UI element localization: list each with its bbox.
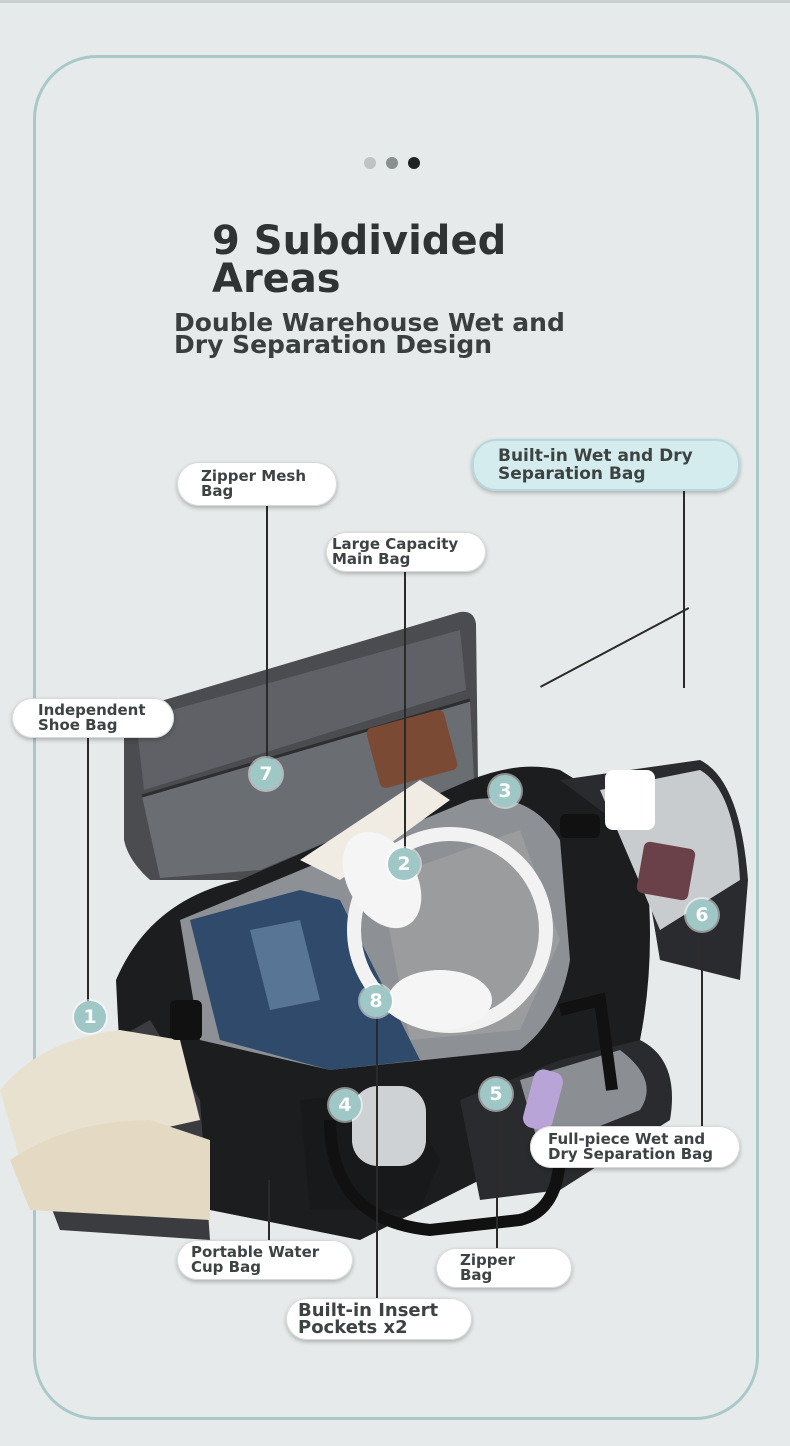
label-zipper-mesh-bag: Zipper Mesh Bag [177,462,337,506]
leader-line [376,1014,378,1300]
label-builtin-insert-pockets: Built-in Insert Pockets x2 [286,1298,472,1340]
carousel-dot-active[interactable] [408,157,420,169]
leader-line [268,1180,270,1240]
label-full-piece-wet-dry-bag: Full-piece Wet and Dry Separation Bag [530,1126,740,1168]
marker-5[interactable]: 5 [480,1078,512,1110]
label-builtin-wet-dry-bag: Built-in Wet and Dry Separation Bag [472,439,740,491]
marker-2[interactable]: 2 [388,848,420,880]
leader-line [701,930,703,1126]
marker-3[interactable]: 3 [489,775,521,807]
water-bottle [352,1086,426,1166]
label-zipper-bag: Zipper Bag [436,1248,572,1288]
side-handle [560,814,600,838]
leader-line [404,572,406,852]
toiletry-bottle [605,770,655,830]
label-large-capacity-main-bag: Large Capacity Main Bag [326,532,486,572]
label-portable-water-cup-bag: Portable Water Cup Bag [177,1240,353,1280]
label-independent-shoe-bag: Independent Shoe Bag [12,698,174,738]
carry-strap [324,1119,566,1237]
marker-1[interactable]: 1 [74,1001,106,1033]
marker-7[interactable]: 7 [250,758,282,790]
leader-line [683,490,685,688]
top-divider [0,0,790,3]
notebook [366,710,458,788]
marker-6[interactable]: 6 [686,899,718,931]
marker-4[interactable]: 4 [329,1089,361,1121]
leader-line [496,1108,498,1254]
page-title: 9 Subdivided Areas [212,218,507,302]
carousel-dots [364,157,420,169]
towel [300,780,450,880]
carousel-dot[interactable] [386,157,398,169]
carousel-dot[interactable] [364,157,376,169]
leader-line [87,732,89,1002]
lid-panel [136,630,466,790]
page-subtitle: Double Warehouse Wet and Dry Separation … [174,308,565,359]
lid-zipper [141,698,471,798]
sneaker-2 [10,1120,210,1220]
marker-8[interactable]: 8 [360,985,392,1017]
leader-line [266,505,268,773]
